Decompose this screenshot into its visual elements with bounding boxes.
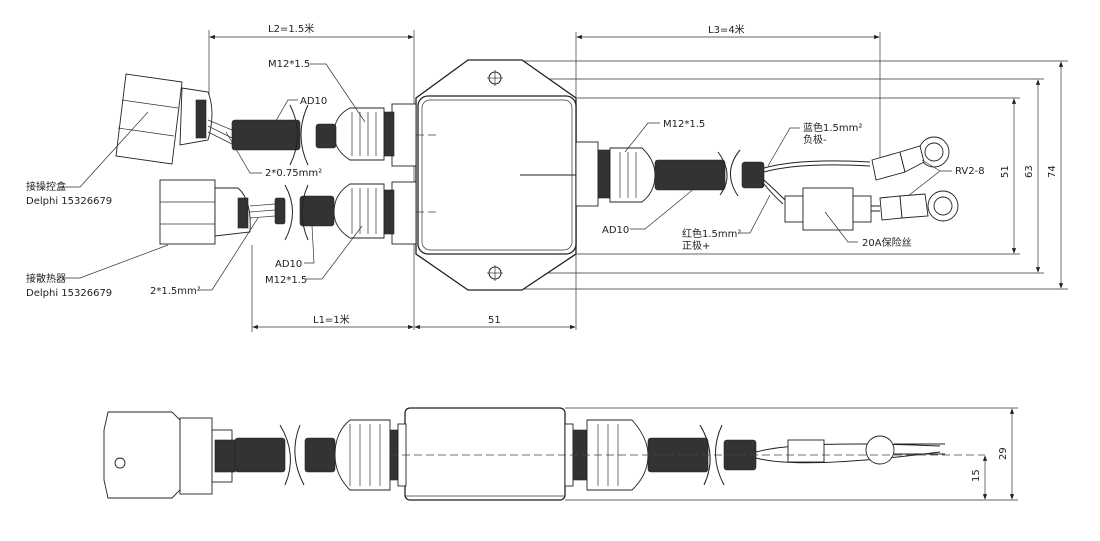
dimension-l2-label: L2=1.5米 bbox=[268, 22, 314, 35]
cable-gland-upper bbox=[333, 103, 417, 167]
label-fuse: 20A保险丝 bbox=[862, 236, 912, 249]
fuse-holder bbox=[784, 187, 880, 231]
mounting-hole-icon bbox=[487, 265, 503, 281]
callouts: M12*1.5 AD10 2*0.75mm² 接操控盒 Delphi 15326… bbox=[26, 59, 985, 299]
mounting-hole-icon bbox=[487, 70, 503, 86]
label-heatsink: 接散热器 bbox=[26, 272, 66, 285]
dimension-63-label: 63 bbox=[1024, 165, 1035, 178]
cable-gland-lower bbox=[333, 181, 417, 245]
dimension-l3-label: L3=4米 bbox=[708, 23, 745, 36]
label-wire-15: 2*1.5mm² bbox=[150, 286, 201, 297]
label-gland-right: M12*1.5 bbox=[663, 119, 705, 130]
dimension-height: 51 63 74 bbox=[500, 60, 1068, 290]
label-ring-terminal: RV2-8 bbox=[955, 166, 985, 177]
dimension-l2: L2=1.5米 bbox=[208, 22, 415, 330]
label-blue-wire: 蓝色1.5mm² bbox=[803, 121, 862, 134]
dimension-51-label: 51 bbox=[1000, 165, 1011, 178]
label-negative: 负极- bbox=[803, 133, 827, 146]
cable-gland-right bbox=[575, 141, 656, 207]
dimension-29-label: 29 bbox=[998, 447, 1009, 460]
side-view bbox=[103, 407, 985, 501]
label-wire-075: 2*0.75mm² bbox=[265, 168, 322, 179]
label-heatsink-part: Delphi 15326679 bbox=[26, 288, 112, 299]
label-control-box-part: Delphi 15326679 bbox=[26, 196, 112, 207]
side-dimensions: 29 15 bbox=[565, 407, 1018, 501]
label-gland-bottom: M12*1.5 bbox=[265, 275, 307, 286]
blue-negative-wire bbox=[763, 160, 871, 173]
label-positive: 正极+ bbox=[682, 239, 710, 252]
corrugated-tube-right bbox=[654, 149, 765, 197]
label-red-wire: 红色1.5mm² bbox=[682, 227, 741, 240]
dimension-l1-label: L1=1米 bbox=[313, 313, 350, 326]
red-positive-wire bbox=[763, 179, 786, 205]
dimension-body-width-label: 51 bbox=[488, 315, 501, 326]
dimension-15-label: 15 bbox=[971, 469, 982, 482]
label-gland-top: M12*1.5 bbox=[268, 59, 310, 70]
side-connector-left bbox=[103, 411, 236, 499]
delphi-connector-heatsink bbox=[159, 179, 276, 245]
corrugated-tube-upper bbox=[231, 104, 337, 166]
delphi-connector-control-box bbox=[115, 73, 233, 165]
label-control-box: 接操控盒 bbox=[26, 180, 66, 193]
control-module-top bbox=[380, 59, 650, 291]
corrugated-tube-lower bbox=[274, 184, 335, 241]
dimension-l1: L1=1米 51 bbox=[251, 245, 576, 332]
ring-terminal-negative-icon bbox=[871, 136, 950, 181]
ring-terminal-positive-icon bbox=[879, 190, 959, 222]
label-ad10-bottom: AD10 bbox=[275, 259, 302, 270]
dimension-74-label: 74 bbox=[1047, 165, 1058, 178]
label-ad10-top: AD10 bbox=[300, 96, 327, 107]
label-ad10-right: AD10 bbox=[602, 225, 629, 236]
